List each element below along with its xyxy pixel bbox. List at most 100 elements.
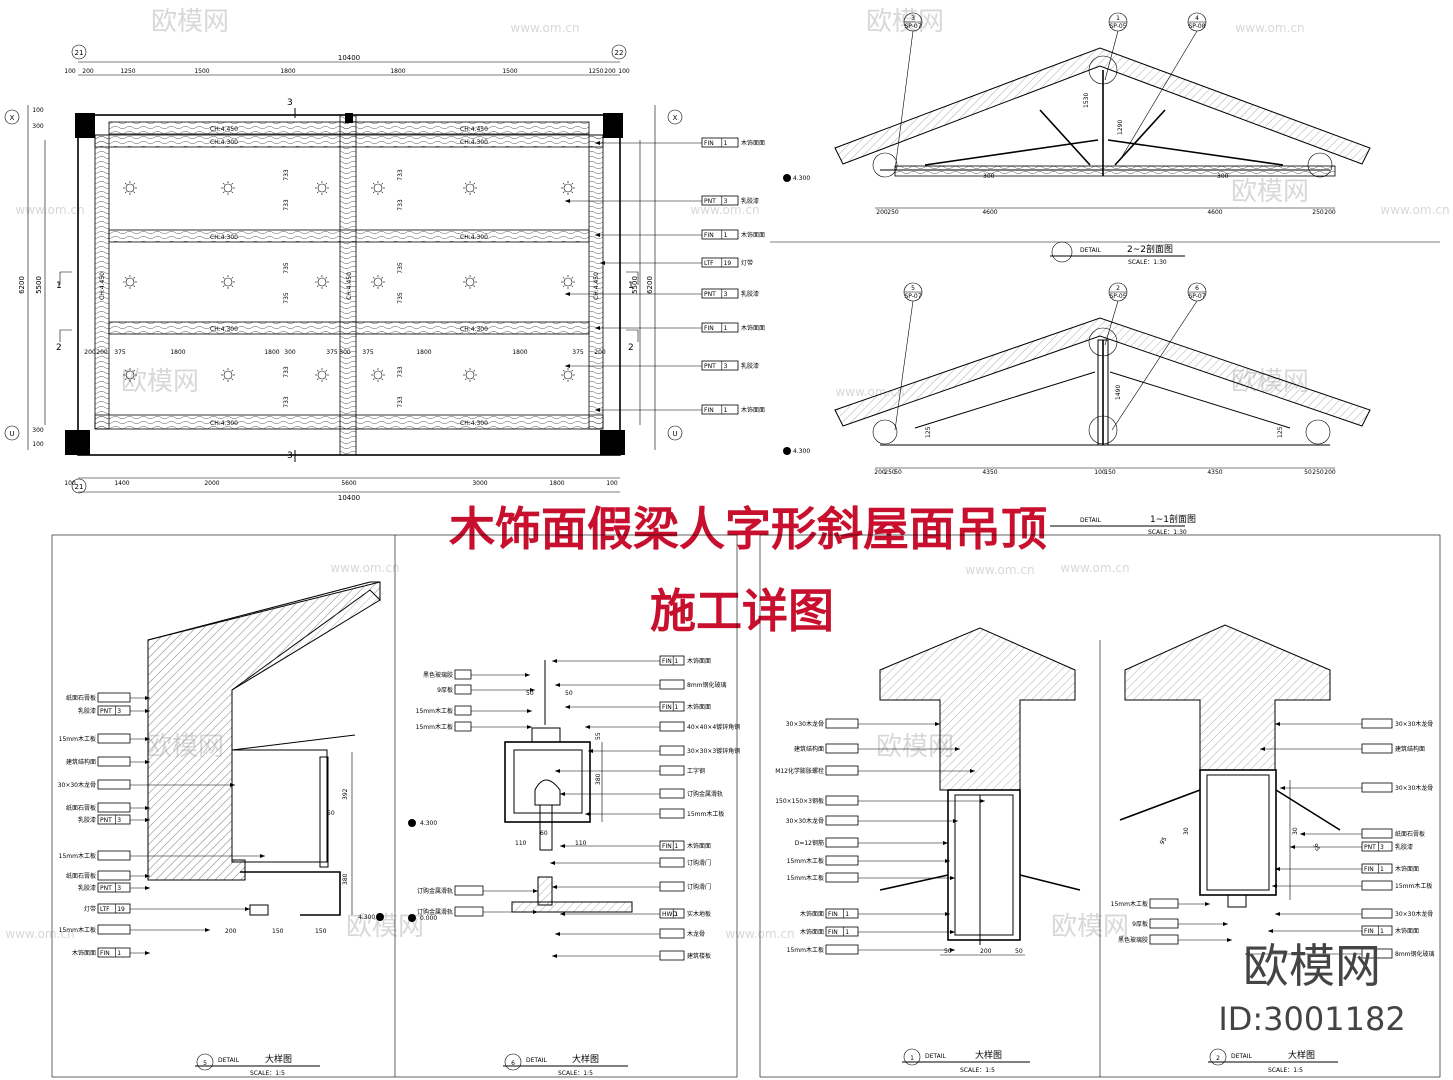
svg-text:1: 1 xyxy=(1116,15,1120,22)
watermark-url: www.om.cn xyxy=(690,203,759,217)
d6-dim: 110 xyxy=(575,840,587,847)
tag-label: 15mm木工板 xyxy=(59,926,96,934)
tag-num: 1 xyxy=(845,929,849,936)
tag-label: 订购滑门 xyxy=(687,883,711,891)
tag-label: 木饰面面 xyxy=(687,703,711,711)
d5-detail-label: DETAIL xyxy=(218,1057,239,1064)
sec1-detail-label: DETAIL xyxy=(1080,247,1101,254)
tag-label: 木饰面面 xyxy=(800,910,824,918)
plan-vert-dim: 733 xyxy=(283,396,290,408)
sec2-dim: 200 xyxy=(1324,469,1336,476)
watermark-url: www.om.cn xyxy=(1235,21,1304,35)
watermark-text: 欧模网 xyxy=(151,7,229,37)
detail-2: 30 30 95 95 15mm木工板9厚板黑色玻璃胶30×30木龙骨建筑结构面… xyxy=(1111,624,1435,1074)
sec1-title-bubble xyxy=(1051,241,1073,263)
d5-dim: 392 xyxy=(342,788,349,800)
tag-code: FIN xyxy=(704,325,714,332)
d2-detail-label: DETAIL xyxy=(1231,1053,1252,1060)
plan-bottom-dim: 100 xyxy=(606,480,618,487)
ch-label: CH:4.300 xyxy=(210,420,238,427)
grid-bubble-21-top xyxy=(71,44,87,60)
plan-vert-dim: 735 xyxy=(397,262,404,274)
d5-level: 4.300 xyxy=(358,914,375,921)
tag-num: 1 xyxy=(1380,928,1384,935)
watermark-text: 欧模网 xyxy=(121,367,199,397)
tag-num: 3 xyxy=(117,885,121,892)
brand-id: ID:3001182 xyxy=(1218,1000,1405,1038)
material-tag: 建筑楼板 xyxy=(552,950,711,961)
tag-code: LTF xyxy=(704,260,714,267)
material-tag: 黑色玻璃胶 xyxy=(423,669,530,680)
tag-code: FIN xyxy=(1364,866,1374,873)
svg-text:2: 2 xyxy=(1116,285,1120,292)
material-tag: 黑色玻璃胶 xyxy=(1118,934,1232,945)
d1-dim: 200 xyxy=(980,948,992,955)
d6-num: 6 xyxy=(511,1060,515,1067)
cloud-mark xyxy=(872,152,898,178)
d6-title: 大样图 xyxy=(572,1053,599,1065)
d1-dim: 50 xyxy=(1015,948,1023,955)
watermark-url: www.om.cn xyxy=(5,927,74,941)
plan-left-dim: 100 xyxy=(32,107,44,114)
detail-callout: 4SP-08 xyxy=(1187,12,1207,32)
tag-label: 乳胶漆 xyxy=(78,816,96,824)
plan-bottom-dim: 1400 xyxy=(114,480,129,487)
plan-left-total: 6200 xyxy=(18,276,26,294)
d5-num: 5 xyxy=(203,1060,207,1067)
structure-d1 xyxy=(879,627,1076,791)
tag-label: 150×150×3钢板 xyxy=(775,797,824,805)
cloud-mark xyxy=(872,419,898,445)
grid-label-21-top: 21 xyxy=(75,49,84,57)
plan-side-dim: 200 xyxy=(84,349,96,356)
plan-top-total: 10400 xyxy=(338,54,360,62)
ch-label-side: CH:4.450 xyxy=(99,272,106,300)
tag-label: 9厚板 xyxy=(1132,920,1148,928)
sec1-dim: 250 xyxy=(887,209,899,216)
sec2-dim: 125 xyxy=(925,426,932,438)
tag-code: LTF xyxy=(100,906,110,913)
ch-label: CH:4.300 xyxy=(210,139,238,146)
tag-label: 15mm木工板 xyxy=(1395,882,1432,890)
tag-label: 乳胶漆 xyxy=(741,197,759,205)
material-tag: 木龙骨 xyxy=(555,928,705,939)
tag-label: 15mm木工板 xyxy=(59,735,96,743)
plan-right-total: 6200 xyxy=(646,276,654,294)
tag-label: 30×30木龙骨 xyxy=(786,720,824,728)
tag-label: 纸面石膏板 xyxy=(66,804,96,812)
material-tag: 8mm钢化玻璃 xyxy=(1245,948,1435,959)
tie-beam-a xyxy=(894,165,1336,177)
tag-code: FIN xyxy=(662,704,672,711)
sec1-dim: 300 xyxy=(1217,173,1229,180)
column-top-right xyxy=(603,113,623,138)
sec1-dim: 4600 xyxy=(1207,209,1222,216)
svg-text:3: 3 xyxy=(911,15,915,22)
d5-dim: 150 xyxy=(272,928,284,935)
svg-text:SP-07: SP-07 xyxy=(904,23,921,30)
drawing-title-line1: 木饰面假梁人字形斜屋面吊顶 xyxy=(449,502,1047,556)
d2-scale: SCALE：1:5 xyxy=(1268,1067,1303,1074)
downlight-icon xyxy=(315,368,329,382)
plan-left-inner: 5500 xyxy=(35,276,43,294)
tag-num: 3 xyxy=(117,708,121,715)
d5-dim: 150 xyxy=(315,928,327,935)
tag-num: 3 xyxy=(117,817,121,824)
tag-code: FIN xyxy=(704,407,714,414)
plan-left-dim: 300 xyxy=(32,123,44,130)
tag-label: 15mm木工板 xyxy=(1111,900,1148,908)
tag-label: 木饰面面 xyxy=(687,842,711,850)
downlight-icon xyxy=(315,275,329,289)
level-mark xyxy=(783,447,791,455)
d6-dim: 50 xyxy=(565,690,573,697)
tag-label: 木饰面面 xyxy=(800,928,824,936)
material-tag: 订购滑门 xyxy=(550,857,711,868)
tag-label: 木饰面面 xyxy=(1395,927,1419,935)
material-tag: 30×30木龙骨 xyxy=(1275,908,1433,919)
wood-beam-left xyxy=(94,134,110,430)
